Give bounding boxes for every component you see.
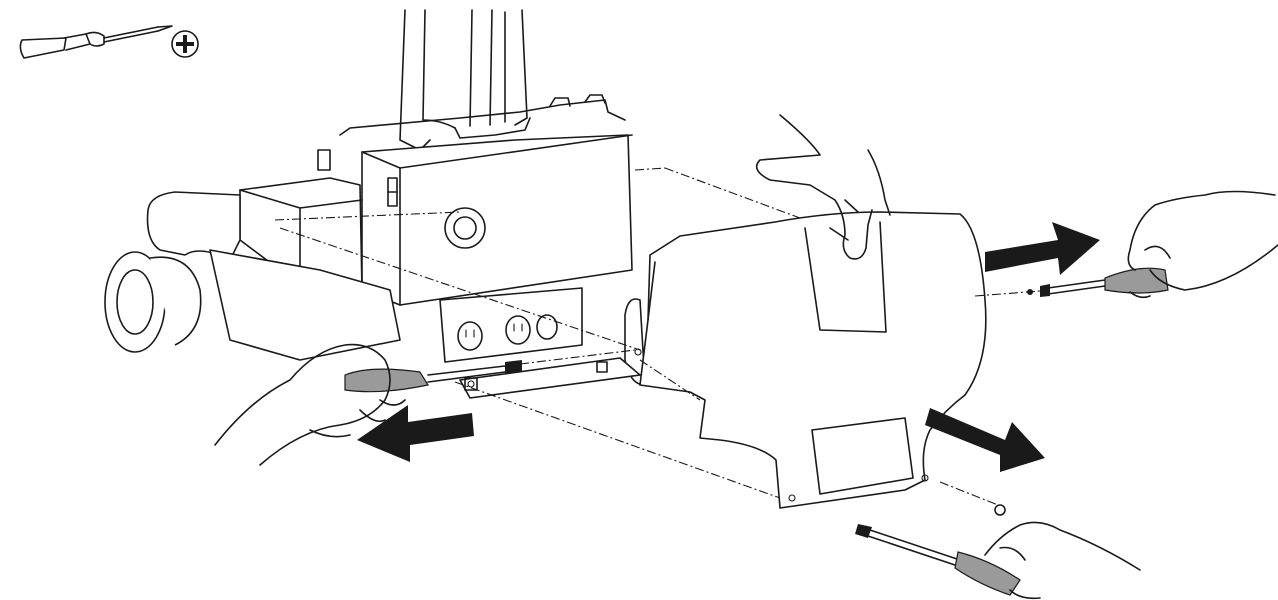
phillips-screwdriver-icon bbox=[19, 25, 199, 59]
hand-screwdriver-upper bbox=[1027, 190, 1278, 299]
hand-holding-cover bbox=[755, 114, 891, 260]
hand-screwdriver-left bbox=[214, 343, 522, 466]
rear-cover-panel bbox=[634, 211, 987, 509]
power-outlet bbox=[505, 315, 531, 345]
hand-screwdriver-lower bbox=[855, 504, 1141, 600]
cart-chassis bbox=[104, 9, 646, 399]
screw-alignment-lines bbox=[274, 167, 1041, 506]
power-outlet bbox=[536, 314, 558, 340]
arrow-right-lower bbox=[925, 408, 1045, 472]
power-outlet bbox=[457, 321, 483, 351]
arrow-right-upper bbox=[985, 222, 1100, 275]
arrow-left bbox=[357, 405, 474, 462]
